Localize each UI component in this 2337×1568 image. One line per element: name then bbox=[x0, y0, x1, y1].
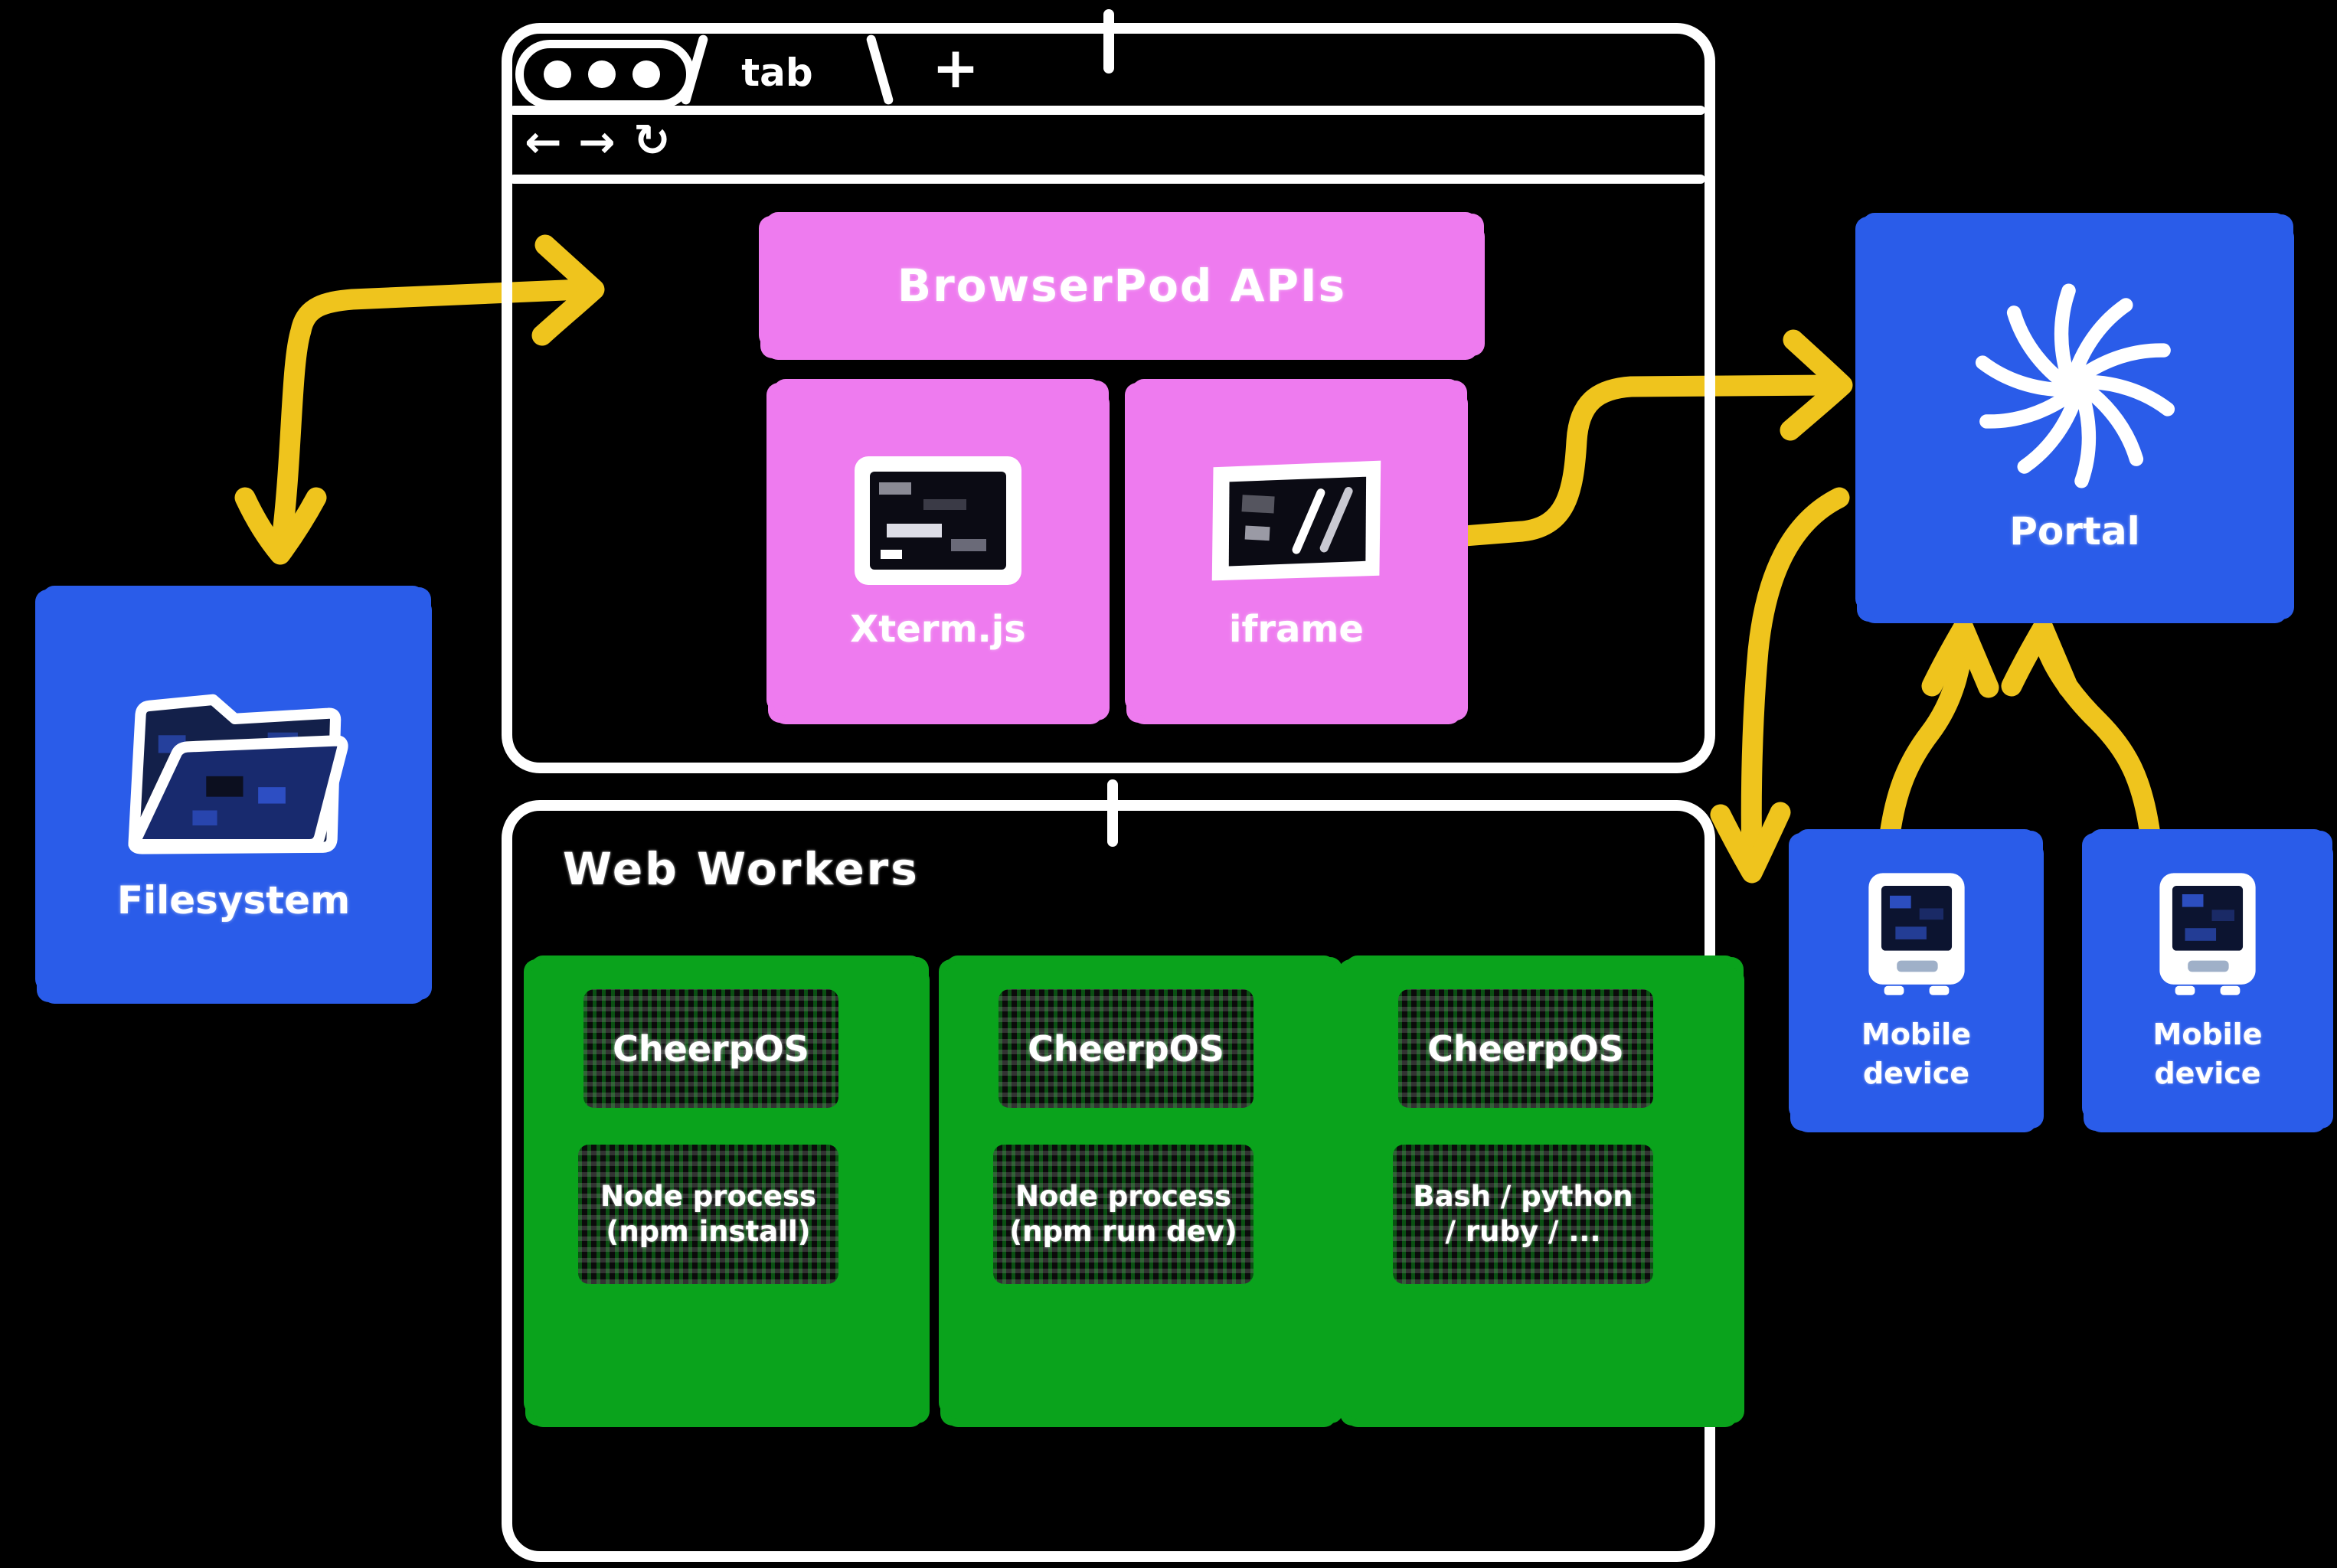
filesystem-box: Filesystem bbox=[42, 593, 425, 995]
mobile-device-label: Mobile device bbox=[1861, 1015, 1971, 1094]
back-icon: ← bbox=[525, 116, 562, 168]
browserpod-apis-box: BrowserPod APIs bbox=[766, 220, 1478, 351]
mobile-device-icon bbox=[1868, 873, 1965, 995]
mobile-device-label-line1: Mobile bbox=[1861, 1017, 1971, 1051]
process-label: Bash / python / ruby / ... bbox=[1413, 1179, 1633, 1250]
process-label: Node process (npm install) bbox=[600, 1179, 816, 1250]
cheerpos-badge: CheerpOS bbox=[583, 989, 838, 1108]
process-badge: Node process (npm run dev) bbox=[993, 1145, 1253, 1284]
terminal-icon bbox=[855, 456, 1021, 585]
browser-window: tab + ← → ↻ BrowserPod APIs Xterm.js bbox=[502, 23, 1715, 773]
folder-icon bbox=[128, 694, 348, 854]
portal-box: Portal bbox=[1862, 220, 2287, 615]
worker-box-3: CheerpOS Bash / python / ruby / ... bbox=[1345, 963, 1737, 1419]
process-label-line2: (npm run dev) bbox=[1009, 1215, 1237, 1248]
window-dot-icon bbox=[588, 60, 616, 88]
web-workers-top-tick bbox=[1107, 779, 1118, 847]
worker-box-1: CheerpOS Node process (npm install) bbox=[531, 963, 923, 1419]
mobile-device-label-line2: device bbox=[2154, 1057, 2261, 1090]
mobile-device-label: Mobile device bbox=[2153, 1015, 2263, 1094]
arrow-portal-webworkers bbox=[1710, 487, 1850, 884]
cheerpos-label: CheerpOS bbox=[613, 1027, 809, 1070]
process-badge: Node process (npm install) bbox=[578, 1145, 838, 1284]
window-dot-icon bbox=[632, 60, 660, 88]
process-label-line2: (npm install) bbox=[606, 1215, 811, 1248]
tabbar-divider bbox=[509, 106, 1705, 115]
cheerpos-label: CheerpOS bbox=[1028, 1027, 1224, 1070]
window-controls bbox=[515, 40, 695, 109]
arrow-mobile2-portal bbox=[2001, 617, 2161, 845]
reload-icon: ↻ bbox=[633, 114, 671, 166]
cheerpos-label: CheerpOS bbox=[1427, 1027, 1624, 1070]
forward-icon: → bbox=[578, 116, 616, 168]
mobile-device-label-line2: device bbox=[1862, 1057, 1970, 1090]
iframe-box: iframe bbox=[1132, 387, 1461, 716]
cheerpos-badge: CheerpOS bbox=[1398, 989, 1653, 1108]
mobile-device-label-line1: Mobile bbox=[2152, 1017, 2263, 1051]
arrow-mobile1-portal bbox=[1879, 617, 1999, 845]
mobile-device-icon bbox=[2159, 873, 2256, 995]
worker-box-2: CheerpOS Node process (npm run dev) bbox=[946, 963, 1336, 1419]
xterm-box: Xterm.js bbox=[773, 387, 1103, 716]
xterm-label: Xterm.js bbox=[850, 608, 1026, 651]
process-badge: Bash / python / ruby / ... bbox=[1393, 1145, 1653, 1284]
process-label-line1: Bash / python bbox=[1413, 1179, 1633, 1213]
window-dot-icon bbox=[544, 60, 571, 88]
browser-top-tick bbox=[1103, 9, 1114, 74]
filesystem-label: Filesystem bbox=[116, 877, 351, 923]
iframe-icon bbox=[1211, 460, 1381, 581]
process-label-line2: / ruby / ... bbox=[1445, 1215, 1601, 1248]
cheerpos-badge: CheerpOS bbox=[999, 989, 1253, 1108]
iframe-label: iframe bbox=[1229, 608, 1364, 651]
new-tab-button: + bbox=[932, 35, 980, 101]
browser-tab: tab bbox=[741, 51, 813, 95]
web-workers-title: Web Workers bbox=[563, 843, 920, 895]
process-label: Node process (npm run dev) bbox=[1009, 1179, 1237, 1250]
spiral-icon bbox=[1972, 283, 2178, 489]
mobile-device-box-1: Mobile device bbox=[1796, 837, 2037, 1124]
process-label-line1: Node process bbox=[1015, 1179, 1232, 1213]
process-label-line1: Node process bbox=[600, 1179, 817, 1213]
mobile-device-box-2: Mobile device bbox=[2089, 837, 2326, 1124]
navbar-divider bbox=[509, 175, 1705, 184]
web-workers-window: Web Workers CheerpOS Node process (npm i… bbox=[502, 800, 1737, 1562]
portal-label: Portal bbox=[2009, 508, 2140, 554]
tab-edge-right bbox=[865, 34, 894, 106]
browserpod-apis-label: BrowserPod APIs bbox=[897, 260, 1347, 312]
